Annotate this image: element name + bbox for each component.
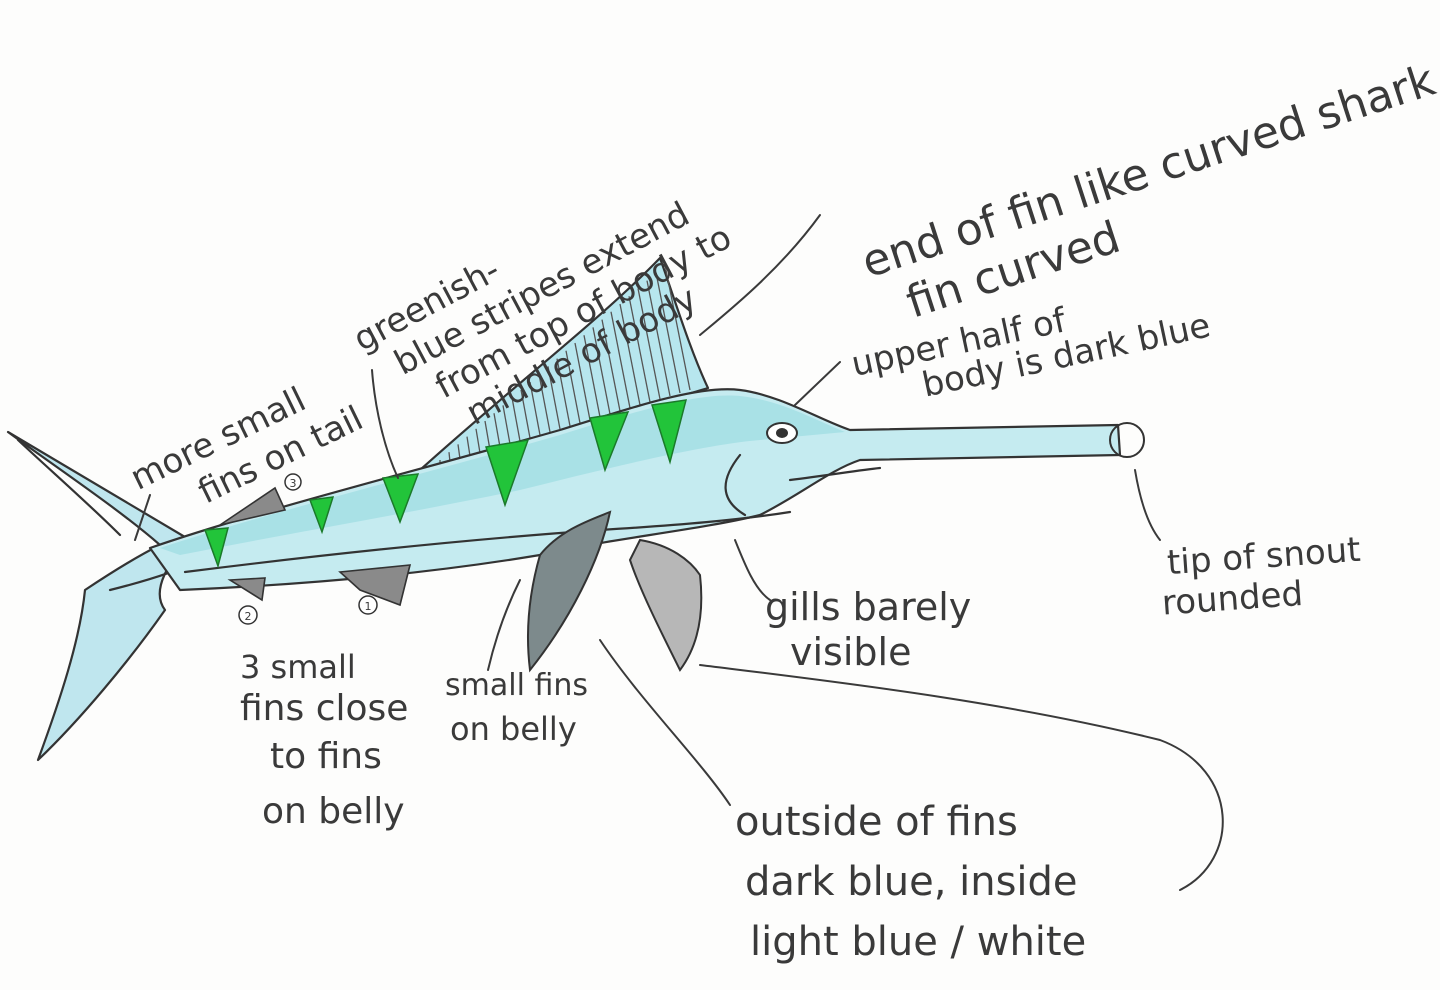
label-gills: gills barely visible xyxy=(765,585,971,674)
label-small-fins-belly-line2: on belly xyxy=(450,710,577,748)
fin-marker-1: 1 xyxy=(365,600,372,613)
fin-marker-3: 3 xyxy=(290,477,297,490)
label-gills-line1: gills barely xyxy=(765,585,971,629)
label-small-fins-close-line2: fins close xyxy=(240,688,408,729)
label-upper-half: upper half of body is dark blue xyxy=(848,271,1214,419)
label-small-fins-close: 3 small fins close to fins on belly xyxy=(240,648,408,832)
label-end-of-fin-line1: end of fin like curved shark xyxy=(856,55,1440,289)
label-small-fins-belly: small fins on belly xyxy=(445,668,588,748)
label-outside-fins-line2: dark blue, inside xyxy=(745,859,1078,905)
label-small-fins-close-line4: on belly xyxy=(262,791,405,832)
fin-marker-2: 2 xyxy=(245,610,252,623)
label-tip-of-snout: tip of snout rounded xyxy=(1158,530,1365,624)
label-small-fins-close-line1: 3 small xyxy=(240,648,356,686)
label-outside-fins: outside of fins dark blue, inside light … xyxy=(735,799,1086,965)
label-small-fins-close-line3: to fins xyxy=(270,736,382,777)
label-end-of-fin: end of fin like curved shark fin curved xyxy=(856,55,1440,338)
label-outside-fins-line1: outside of fins xyxy=(735,799,1018,845)
label-outside-fins-line3: light blue / white xyxy=(750,919,1086,965)
label-gills-line2: visible xyxy=(790,630,911,674)
label-small-fins-belly-line1: small fins xyxy=(445,668,588,703)
label-tip-of-snout-line2: rounded xyxy=(1161,574,1305,624)
label-tip-of-snout-line1: tip of snout xyxy=(1166,530,1362,583)
